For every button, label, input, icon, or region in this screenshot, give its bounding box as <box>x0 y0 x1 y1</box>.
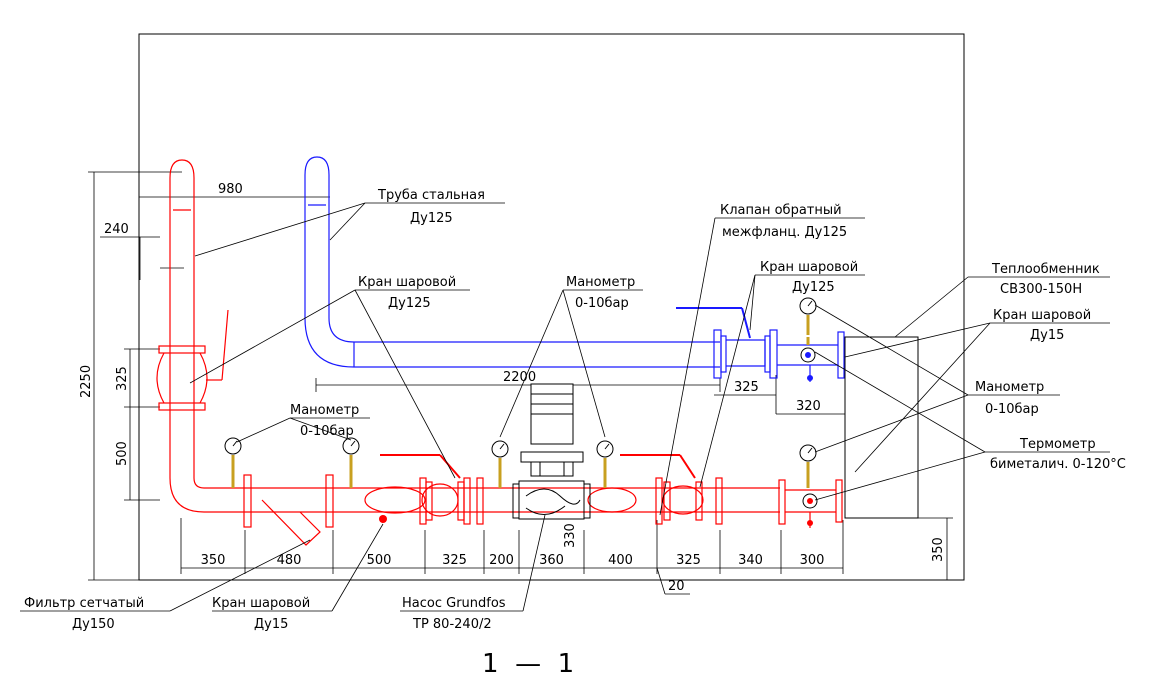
label-manometer-left-title: Манометр <box>290 403 359 418</box>
label-pump-model: TP 80-240/2 <box>412 617 492 632</box>
dim-bottom-5: 360 <box>539 553 564 568</box>
dim-bottom-4: 200 <box>489 553 514 568</box>
dimension-values: 980 240 2250 325 500 2200 325 320 330 35… <box>79 182 946 594</box>
dim-980: 980 <box>218 182 243 197</box>
dim-240: 240 <box>104 222 129 237</box>
label-check-valve-title: Клапан обратный <box>720 203 842 218</box>
gauges <box>224 297 818 509</box>
manometer-gauge-3 <box>491 440 509 488</box>
dim-500-vert: 500 <box>115 441 130 466</box>
dim-325-top: 325 <box>734 380 759 395</box>
label-pipe-size: Ду125 <box>410 211 453 226</box>
room-outline <box>138 33 965 581</box>
pump <box>512 383 591 520</box>
label-pipe-title: Труба стальная <box>377 188 485 203</box>
label-filter-title: Фильтр сетчатый <box>24 596 144 611</box>
dim-325-vert: 325 <box>115 366 130 391</box>
manometer-gauge-4 <box>596 440 614 488</box>
label-thermometer-title: Термометр <box>1019 437 1096 452</box>
label-ball-valve-small-right-title: Кран шаровой <box>993 308 1091 323</box>
dim-350-right: 350 <box>931 537 946 562</box>
label-manometer-top-title: Манометр <box>566 275 635 290</box>
label-manometer-top-range: 0-10бар <box>575 296 629 311</box>
dim-bottom-9: 300 <box>800 553 825 568</box>
bottom-dimension-chain: 350 480 500 325 200 360 400 325 340 300 <box>201 553 825 568</box>
drain-valve-filter <box>379 515 387 523</box>
label-ball-valve-size: Ду125 <box>388 296 431 311</box>
manometer-gauge-2 <box>342 437 360 488</box>
manometer-gauge-6 <box>799 444 817 488</box>
label-exchanger-model: CB300-150H <box>1000 282 1082 297</box>
label-manometer-right-title: Манометр <box>975 380 1044 395</box>
thermometer-2 <box>802 493 818 509</box>
heat-exchanger <box>844 336 919 519</box>
section-mark: 1 — 1 <box>482 649 574 676</box>
label-thermometer-desc: биметалич. 0-120°C <box>990 457 1126 472</box>
label-exchanger-title: Теплообменник <box>991 262 1100 277</box>
drain-valve-blue <box>807 375 813 381</box>
label-ball-valve-small-right-size: Ду15 <box>1030 328 1064 343</box>
dim-bottom-3: 325 <box>442 553 467 568</box>
dim-bottom-2: 500 <box>367 553 392 568</box>
dimension-lines <box>88 171 953 595</box>
dim-bottom-6: 400 <box>608 553 633 568</box>
label-ball-valve-title: Кран шаровой <box>358 275 456 290</box>
dim-320: 320 <box>796 399 821 414</box>
label-ball-valve-right-title: Кран шаровой <box>760 260 858 275</box>
dim-bottom-0: 350 <box>201 553 226 568</box>
dim-bottom-1: 480 <box>277 553 302 568</box>
label-ball-valve-right-size: Ду125 <box>792 280 835 295</box>
label-check-valve-size: межфланц. Ду125 <box>722 225 847 240</box>
thermometer-1 <box>800 347 816 363</box>
dim-bottom-8: 340 <box>738 553 763 568</box>
manometer-gauge-5 <box>799 297 817 345</box>
dim-330: 330 <box>563 523 578 548</box>
label-filter-size: Ду150 <box>72 617 115 632</box>
dim-bottom-7: 325 <box>676 553 701 568</box>
annotations: Труба стальная Ду125 Кран шаровой Ду125 … <box>24 188 1126 676</box>
dim-20: 20 <box>668 579 685 594</box>
drain-valve-right <box>807 520 813 526</box>
leader-lines <box>20 202 1110 612</box>
label-manometer-right-range: 0-10бар <box>985 402 1039 417</box>
label-manometer-left-range: 0-10бар <box>300 424 354 439</box>
dim-2250: 2250 <box>79 365 94 398</box>
dim-2200: 2200 <box>503 370 536 385</box>
label-ball-valve-small-bottom-title: Кран шаровой <box>212 596 310 611</box>
label-pump-title: Насос Grundfos <box>402 596 506 611</box>
manometer-gauge-1 <box>224 437 242 488</box>
label-ball-valve-small-bottom-size: Ду15 <box>254 617 288 632</box>
cold-pipeline <box>304 156 845 382</box>
